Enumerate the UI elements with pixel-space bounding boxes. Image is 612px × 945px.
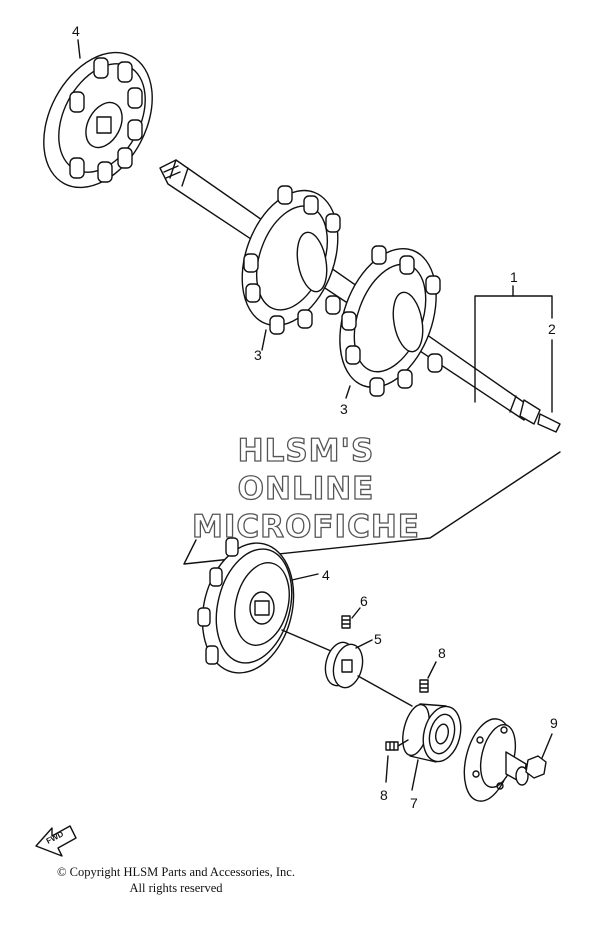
watermark-line-1: HLSM'S bbox=[237, 433, 375, 469]
callout-6: 6 bbox=[360, 593, 368, 609]
callout-5: 5 bbox=[374, 631, 382, 647]
setscrew-8-bottom bbox=[385, 739, 409, 783]
sprocket-top bbox=[43, 39, 153, 189]
watermark-line-3: MICROFICHE bbox=[191, 509, 420, 545]
callout-bracket-1 bbox=[474, 285, 553, 413]
nut-9 bbox=[525, 733, 553, 779]
callout-8-bottom: 8 bbox=[380, 787, 388, 803]
callout-8-top: 8 bbox=[438, 645, 446, 661]
setscrew-6 bbox=[341, 607, 361, 629]
setscrew-8-top bbox=[419, 661, 437, 693]
hub-flange bbox=[463, 718, 529, 802]
fwd-arrow-icon bbox=[35, 825, 77, 857]
callout-3-left: 3 bbox=[254, 347, 262, 363]
sprocket-bottom bbox=[197, 537, 339, 674]
sprocket-shaft-left bbox=[241, 185, 341, 351]
callout-7: 7 bbox=[410, 795, 418, 811]
callout-1: 1 bbox=[510, 269, 518, 285]
bearing bbox=[402, 703, 462, 791]
callout-4-bottom: 4 bbox=[322, 567, 330, 583]
collar bbox=[324, 639, 373, 689]
copyright-line-1: © Copyright HLSM Parts and Accessories, … bbox=[57, 865, 295, 879]
watermark-line-2: ONLINE bbox=[237, 471, 375, 507]
reference-line bbox=[183, 451, 561, 565]
callout-2: 2 bbox=[548, 321, 556, 337]
copyright-line-2: All rights reserved bbox=[129, 881, 223, 895]
callout-3-right: 3 bbox=[340, 401, 348, 417]
callout-9: 9 bbox=[550, 715, 558, 731]
callout-4-top: 4 bbox=[72, 23, 80, 39]
sprocket-shaft-right bbox=[339, 245, 443, 399]
assembly-line bbox=[357, 675, 413, 707]
